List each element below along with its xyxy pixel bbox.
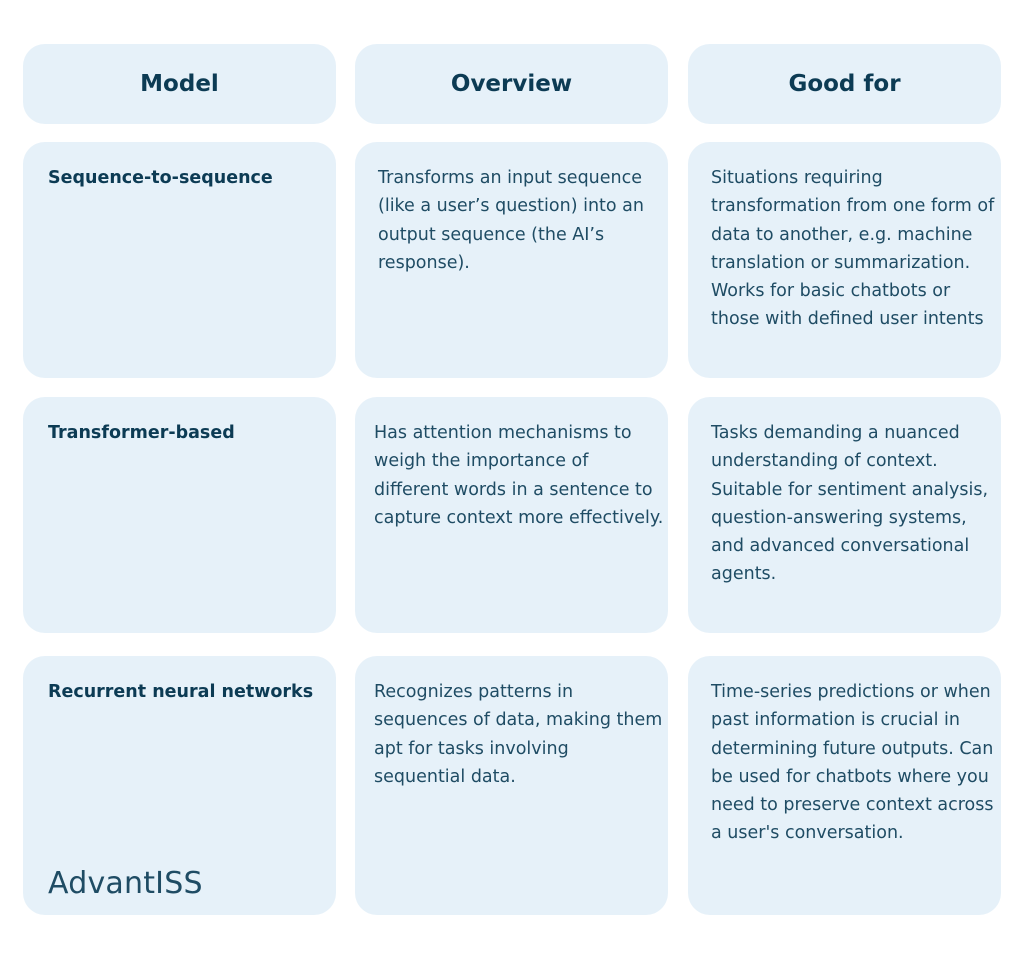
overview-text: Has attention mechanisms to weigh the im… [374, 423, 664, 528]
good-for-text: Situations requiring transformation from… [711, 168, 995, 330]
overview-cell-seq2seq: Transforms an input sequence (like a use… [355, 142, 668, 378]
model-name: Transformer-based [48, 423, 235, 443]
overview-cell-rnn: Recognizes patterns in sequences of data… [355, 656, 668, 915]
model-cell-rnn: Recurrent neural networks AdvantISS [23, 656, 336, 915]
good-for-cell-transformer: Tasks demanding a nuanced understanding … [688, 397, 1001, 633]
good-for-text: Time-series predictions or when past inf… [711, 682, 994, 844]
model-cell-seq2seq: Sequence-to-sequence [23, 142, 336, 378]
header-overview: Overview [355, 44, 668, 124]
header-model-label: Model [140, 71, 219, 97]
good-for-cell-seq2seq: Situations requiring transformation from… [688, 142, 1001, 378]
good-for-cell-rnn: Time-series predictions or when past inf… [688, 656, 1001, 915]
brand-logo: AdvantISS [48, 866, 203, 901]
model-cell-transformer: Transformer-based [23, 397, 336, 633]
good-for-text: Tasks demanding a nuanced understanding … [711, 423, 989, 585]
overview-cell-transformer: Has attention mechanisms to weigh the im… [355, 397, 668, 633]
model-name: Sequence-to-sequence [48, 168, 273, 188]
header-good-for: Good for [688, 44, 1001, 124]
header-overview-label: Overview [450, 71, 573, 97]
header-model: Model [23, 44, 336, 124]
header-good-for-label: Good for [788, 71, 901, 97]
overview-text: Recognizes patterns in sequences of data… [374, 682, 663, 787]
overview-text: Transforms an input sequence (like a use… [378, 168, 644, 273]
model-name: Recurrent neural networks [48, 682, 314, 702]
